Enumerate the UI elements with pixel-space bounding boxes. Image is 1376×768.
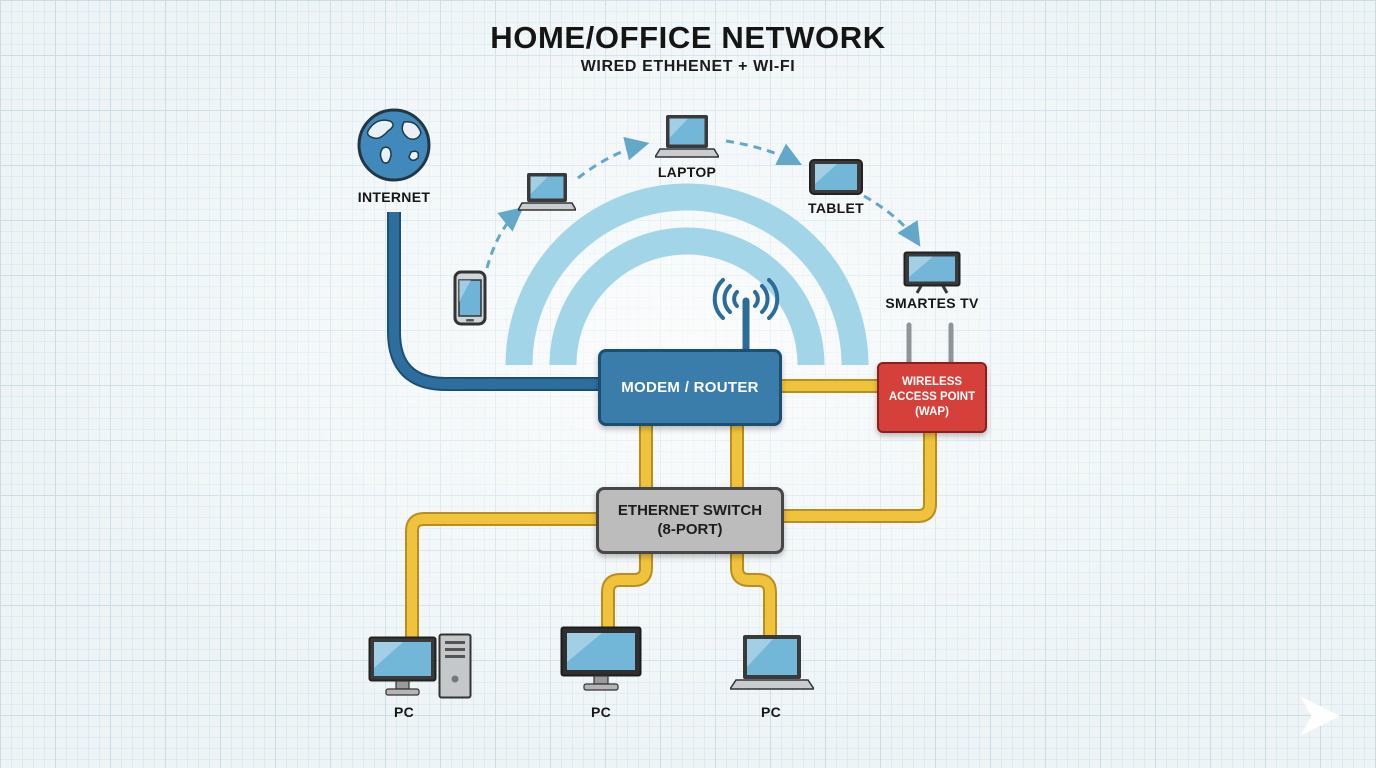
page-title: HOME/OFFICE NETWORK: [490, 20, 886, 55]
ethernet-switch-box: ETHERNET SWITCH (8-PORT): [596, 487, 784, 554]
tower-pc-icon: [438, 633, 472, 699]
tablet-icon: [808, 158, 864, 196]
desktop-monitor-icon: [560, 626, 642, 692]
arrow-laptop-to-laptop: [577, 136, 650, 180]
tablet-label: TABLET: [808, 200, 864, 216]
desktop-monitor-icon: [368, 636, 440, 698]
wap-box: WIRELESS ACCESS POINT (WAP): [877, 362, 987, 433]
arrow-phone-to-laptop: [485, 207, 524, 269]
pc2-label: PC: [590, 704, 612, 720]
pc3-label: PC: [760, 704, 782, 720]
small-laptop-icon: [518, 172, 576, 212]
wifi-coverage-arcs: [505, 183, 869, 366]
switch-label-line1: ETHERNET SWITCH: [617, 501, 763, 519]
wap-label-line2: ACCESS POINT: [888, 391, 976, 404]
wap-antenna-icon: [906, 322, 954, 368]
globe-icon: [356, 107, 432, 183]
smartphone-icon: [453, 270, 487, 326]
wifi-device-arrows: [485, 136, 921, 269]
smart-tv-icon: [903, 251, 961, 295]
ethernet-cables: [405, 379, 937, 642]
arrow-laptop-to-tablet: [725, 139, 803, 166]
switch-label-line2: (8-PORT): [657, 520, 723, 538]
internet-label: INTERNET: [357, 189, 431, 205]
page-subtitle: WIRED ETHHENET + WI-FI: [580, 58, 796, 75]
arrow-tablet-to-tv: [863, 194, 921, 247]
antenna-icon: [712, 278, 780, 356]
laptop-label: LAPTOP: [657, 164, 717, 180]
laptop-icon: [655, 114, 719, 160]
wap-label-line1: WIRELESS: [901, 376, 963, 389]
wap-label-line3: (WAP): [915, 405, 949, 418]
pc1-label: PC: [393, 704, 415, 720]
watermark-logo: [1300, 696, 1342, 736]
laptop-pc-icon: [730, 634, 814, 694]
modem-router-label: MODEM / ROUTER: [621, 379, 759, 396]
smart-tv-label: SMARTES TV: [885, 295, 979, 311]
internet-cable: [387, 212, 602, 391]
modem-router-box: MODEM / ROUTER: [598, 349, 782, 426]
